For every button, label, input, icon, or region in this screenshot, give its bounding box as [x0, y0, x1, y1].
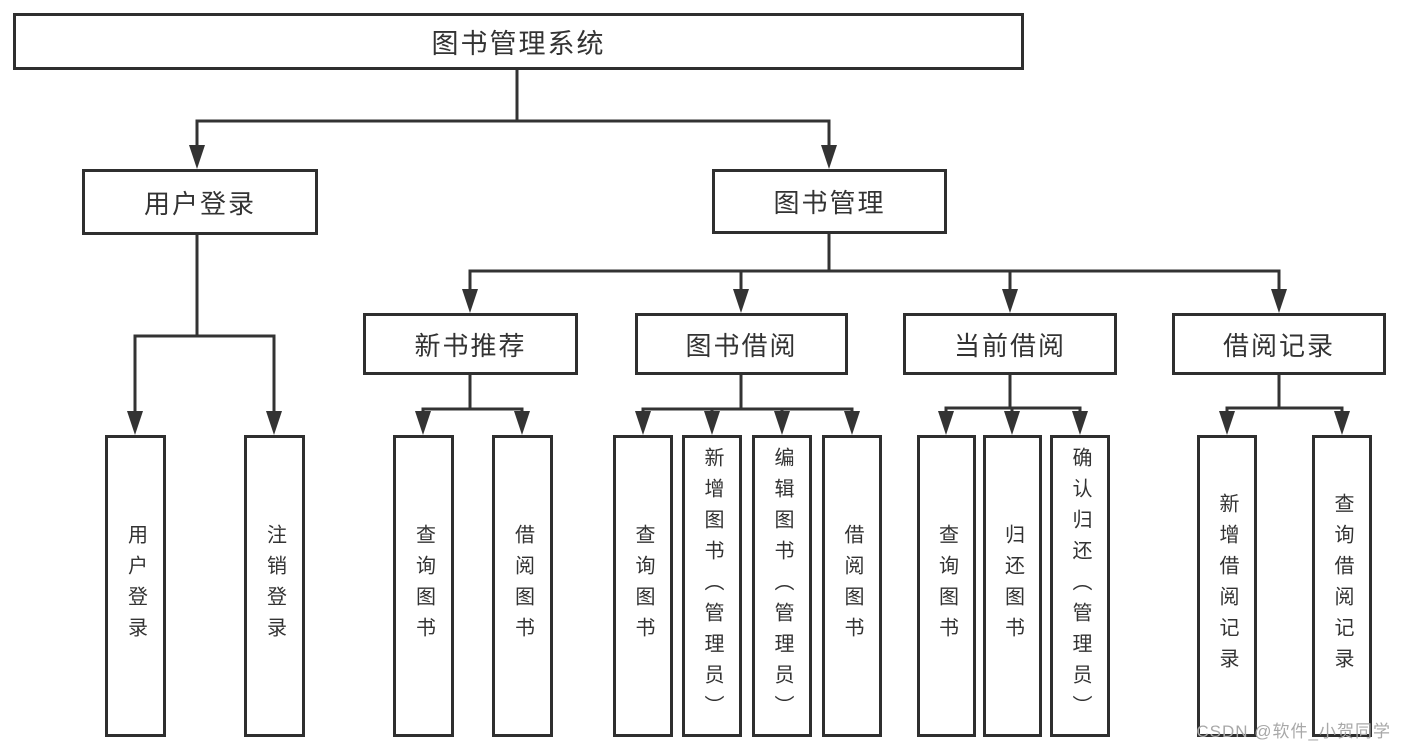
connector-current-borrow-fork: [944, 375, 1082, 413]
arrow-down-icon: [1004, 411, 1020, 435]
node-leaf-cb-return-books-label: 归还图书: [1001, 524, 1024, 648]
node-user-login: 用户登录: [82, 169, 318, 235]
node-leaf-nb-borrow-books-label: 借阅图书: [511, 524, 534, 648]
node-leaf-cb-confirm-return: 确认归还（管理员）: [1050, 435, 1110, 737]
connector-book-mgmt-fork: [468, 233, 1281, 291]
arrow-down-icon: [1271, 289, 1287, 313]
connector-borrow-records-fork: [1225, 375, 1344, 413]
node-borrow-records: 借阅记录: [1172, 313, 1386, 375]
node-leaf-user-login-label: 用户登录: [124, 524, 147, 648]
node-book-management-label: 图书管理: [773, 188, 886, 218]
node-borrow-records-label: 借阅记录: [1222, 330, 1335, 361]
node-leaf-br-add-record: 新增借阅记录: [1197, 435, 1257, 737]
arrow-down-icon: [1219, 411, 1235, 435]
connector-book-borrow-fork: [641, 375, 854, 413]
arrow-down-icon: [1334, 411, 1350, 435]
watermark: CSDN @软件_小贺同学: [1196, 722, 1391, 741]
node-book-borrow: 图书借阅: [635, 313, 848, 375]
node-leaf-cb-return-books: 归还图书: [983, 435, 1042, 737]
node-leaf-bb-add-books: 新增图书（管理员）: [682, 435, 742, 737]
arrow-down-icon: [821, 145, 837, 169]
node-leaf-nb-query-books-label: 查询图书: [412, 524, 435, 648]
node-leaf-cb-confirm-return-label: 确认归还（管理员）: [1069, 446, 1091, 726]
node-new-book-recommend-label: 新书推荐: [414, 330, 527, 361]
node-leaf-bb-borrow-books: 借阅图书: [822, 435, 882, 737]
node-leaf-bb-borrow-books-label: 借阅图书: [841, 524, 863, 648]
node-leaf-br-add-record-label: 新增借阅记录: [1216, 493, 1238, 679]
connector-root-fork: [195, 69, 831, 147]
node-leaf-bb-add-books-label: 新增图书（管理员）: [701, 446, 723, 726]
node-book-borrow-label: 图书借阅: [685, 330, 798, 361]
arrow-down-icon: [1002, 289, 1018, 313]
arrow-down-icon: [733, 289, 749, 313]
node-user-login-label: 用户登录: [143, 188, 256, 219]
connector-user-login-fork: [133, 234, 276, 413]
arrow-down-icon: [938, 411, 954, 435]
node-book-management: 图书管理: [712, 169, 947, 234]
arrow-down-icon: [844, 411, 860, 435]
arrow-down-icon: [189, 145, 205, 169]
arrow-down-icon: [514, 411, 530, 435]
connector-new-book-fork: [421, 375, 524, 413]
node-leaf-br-query-record-label: 查询借阅记录: [1331, 493, 1353, 679]
node-leaf-logout: 注销登录: [244, 435, 305, 737]
arrow-down-icon: [127, 411, 143, 435]
node-leaf-logout-label: 注销登录: [263, 524, 286, 648]
arrow-down-icon: [704, 411, 720, 435]
arrow-down-icon: [774, 411, 790, 435]
node-current-borrow: 当前借阅: [903, 313, 1117, 375]
node-leaf-cb-query-books: 查询图书: [917, 435, 976, 737]
arrow-down-icon: [415, 411, 431, 435]
arrow-down-icon: [462, 289, 478, 313]
node-leaf-br-query-record: 查询借阅记录: [1312, 435, 1372, 737]
node-library-system-label: 图书管理系统: [431, 29, 606, 59]
node-leaf-bb-edit-books: 编辑图书（管理员）: [752, 435, 812, 737]
node-leaf-cb-query-books-label: 查询图书: [935, 524, 958, 648]
node-leaf-bb-query-books: 查询图书: [613, 435, 673, 737]
node-library-system: 图书管理系统: [13, 13, 1024, 70]
node-new-book-recommend: 新书推荐: [363, 313, 578, 375]
node-current-borrow-label: 当前借阅: [953, 330, 1066, 361]
node-leaf-nb-borrow-books: 借阅图书: [492, 435, 553, 737]
node-leaf-bb-edit-books-label: 编辑图书（管理员）: [771, 446, 793, 726]
node-leaf-nb-query-books: 查询图书: [393, 435, 454, 737]
node-leaf-bb-query-books-label: 查询图书: [632, 524, 654, 648]
arrow-down-icon: [266, 411, 282, 435]
arrow-down-icon: [635, 411, 651, 435]
arrow-down-icon: [1072, 411, 1088, 435]
node-leaf-user-login: 用户登录: [105, 435, 166, 737]
